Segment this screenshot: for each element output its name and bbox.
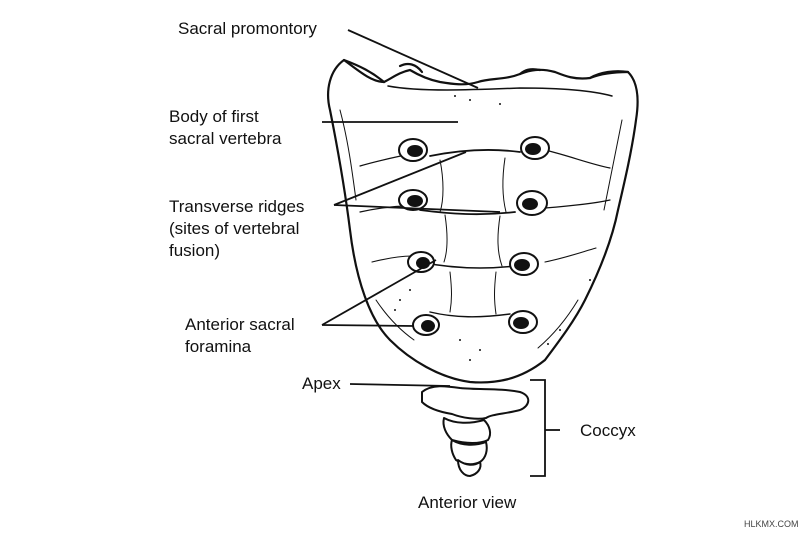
leader-foramina-a — [321, 259, 437, 326]
label-body-line1: Body of first — [169, 107, 259, 126]
leader-ridge-b — [333, 204, 501, 213]
foramen-left-4 — [412, 314, 440, 336]
transverse-ridge-1 — [429, 149, 521, 157]
foramen-left-2 — [398, 189, 428, 211]
label-foramina-line2: foramina — [185, 337, 252, 356]
label-foramina-line1: Anterior sacral — [185, 315, 295, 334]
label-ridges-line2: (sites of vertebral — [169, 219, 300, 238]
leader-foramina-b — [321, 324, 415, 327]
foramen-right-1 — [520, 136, 550, 160]
label-sacral-promontory: Sacral promontory — [178, 19, 317, 38]
foramen-right-2 — [516, 190, 548, 216]
caption-anterior-view: Anterior view — [418, 493, 517, 512]
label-ridges-line1: Transverse ridges — [169, 197, 305, 216]
leader-ridge-a — [333, 151, 467, 206]
transverse-ridge-2 — [419, 209, 516, 216]
label-coccyx: Coccyx — [580, 421, 636, 440]
watermark: HLKMX.COM — [744, 519, 799, 529]
foramen-left-1 — [398, 138, 428, 162]
label-ridges-line3: fusion) — [169, 241, 221, 260]
foramen-right-4 — [508, 310, 538, 334]
leader-apex — [349, 383, 451, 387]
sacrum-outline — [327, 58, 639, 384]
coccyx-bone — [421, 385, 530, 477]
leader-sacral-promontory — [347, 29, 479, 89]
label-apex: Apex — [302, 374, 341, 393]
foramen-right-3 — [509, 252, 539, 276]
coccyx-bracket — [530, 379, 546, 477]
label-body-line2: sacral vertebra — [169, 129, 282, 148]
